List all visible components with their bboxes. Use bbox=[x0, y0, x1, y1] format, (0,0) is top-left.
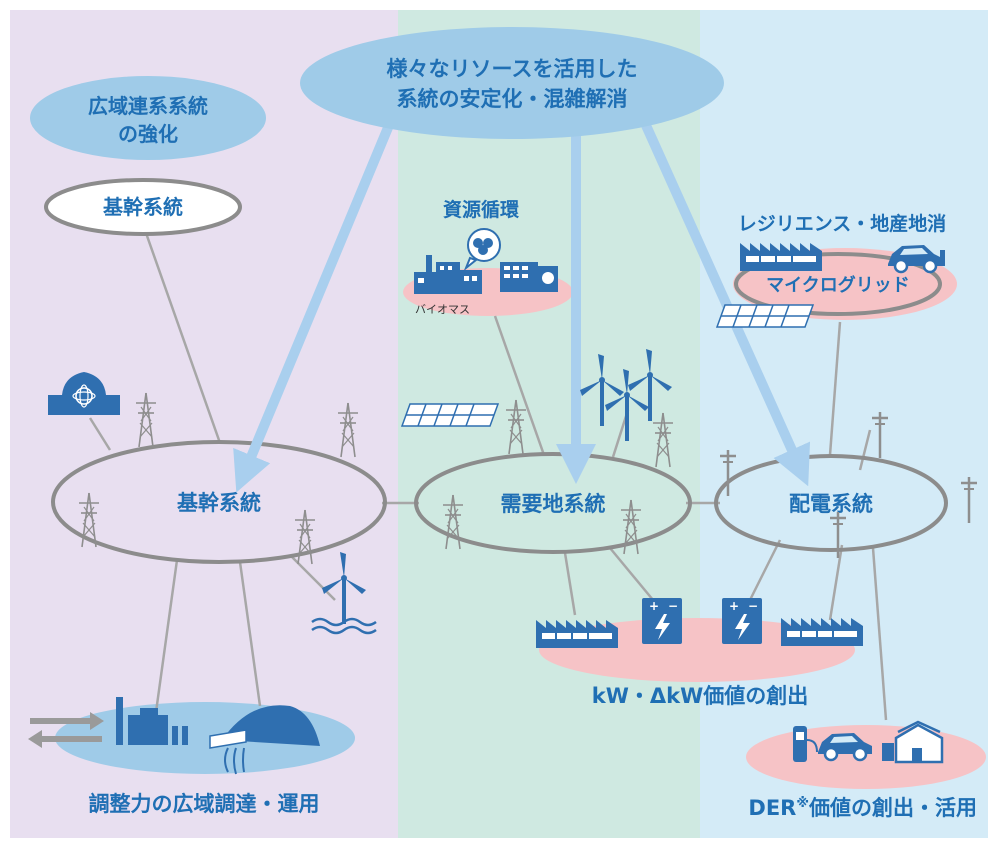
distribution-arrows bbox=[233, 109, 811, 493]
node-distribution-label: 配電系統 bbox=[789, 492, 873, 516]
hydro-dam-icon bbox=[209, 705, 320, 775]
node-backbone-top-label: 基幹系統 bbox=[103, 195, 183, 219]
resource-cycle-label: 資源循環 bbox=[443, 198, 520, 221]
battery-storage-icon bbox=[722, 598, 762, 644]
arrow-to-backbone bbox=[233, 116, 397, 493]
title-bubble bbox=[300, 27, 724, 139]
title-line2: 系統の安定化・混雑解消 bbox=[397, 87, 628, 111]
wide-area-bubble bbox=[30, 76, 266, 160]
arrow-to-distribution bbox=[635, 109, 811, 487]
node-demand-label: 需要地系統 bbox=[501, 492, 606, 516]
node-demand bbox=[414, 452, 692, 554]
node-microgrid-label: マイクログリッド bbox=[766, 274, 910, 296]
solar-panel-icon bbox=[401, 403, 499, 427]
title-line1: 様々なリソースを活用した bbox=[387, 57, 638, 81]
der-label-suffix: 価値の創出・活用 bbox=[808, 796, 977, 820]
node-backbone-main bbox=[51, 440, 387, 564]
biomass-label: バイオマス bbox=[415, 303, 470, 316]
charger-icon bbox=[940, 250, 945, 266]
biomass-plant-icon bbox=[414, 255, 482, 294]
kw-value-label: kW・ΔkW価値の創出 bbox=[592, 684, 809, 708]
thermal-plant-icon bbox=[116, 697, 188, 745]
wide-area-bubble-line2: の強化 bbox=[118, 122, 178, 146]
node-distribution bbox=[714, 454, 948, 552]
offshore-wind-icon bbox=[311, 550, 377, 635]
der-label-mark: ※ bbox=[796, 796, 809, 811]
node-microgrid bbox=[734, 252, 942, 316]
wide-area-label: 調整力の広域調達・運用 bbox=[89, 792, 320, 816]
der-label-prefix: DER bbox=[748, 796, 796, 820]
node-backbone-top bbox=[44, 178, 242, 236]
panel-right bbox=[700, 10, 988, 838]
recycling-bubble-icon bbox=[463, 228, 501, 272]
solar-panel-icon bbox=[716, 304, 814, 328]
node-backbone-main-label: 基幹系統 bbox=[177, 491, 261, 515]
house-icon bbox=[882, 720, 944, 764]
wide-area-bubble-line1: 広域連系系統 bbox=[88, 94, 208, 118]
der-label: DER※価値の創出・活用 bbox=[748, 796, 977, 820]
nuclear-plant-icon bbox=[48, 372, 120, 415]
battery-storage-icon bbox=[642, 598, 682, 644]
office-building-icon bbox=[500, 262, 558, 292]
exchange-arrows-icon bbox=[28, 712, 104, 748]
resilience-label: レジリエンス・地産地消 bbox=[738, 212, 947, 235]
ev-charger-icon bbox=[793, 726, 818, 762]
